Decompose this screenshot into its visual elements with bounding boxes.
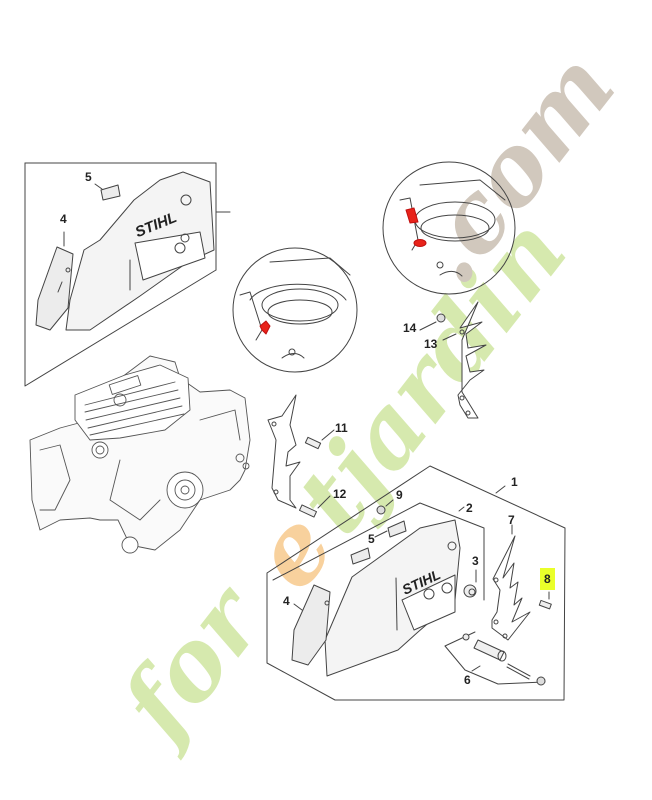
callout-1: 1 [511, 475, 518, 489]
part-5-top [94, 183, 121, 201]
callout-14: 14 [403, 321, 417, 335]
callout-5-top: 5 [85, 170, 92, 184]
part-9-nut [376, 499, 394, 515]
callout-12: 12 [333, 487, 347, 501]
part-5-main [350, 520, 407, 565]
part-4-top [35, 231, 74, 331]
main-kit-frame [266, 465, 566, 701]
part-7-bumper-spike [491, 524, 531, 641]
part-bumper-spike-engine [267, 394, 301, 509]
red-marker-left [259, 320, 271, 335]
callout-6: 6 [464, 673, 471, 687]
top-kit-frame [24, 162, 231, 387]
watermark-for: for [95, 562, 288, 764]
part-3-collar-nut [463, 569, 477, 598]
part-4-main [291, 584, 331, 666]
red-marker-right-upper [405, 207, 419, 224]
sprocket-cover-main: STIHL [324, 519, 461, 677]
callout-2: 2 [466, 501, 473, 515]
detail-circle-left [232, 247, 358, 373]
callout-3: 3 [472, 554, 479, 568]
screw-11 [304, 429, 335, 450]
callout-5-main: 5 [368, 532, 375, 546]
sprocket-cover-top: STIHL [65, 171, 215, 331]
callout-9: 9 [396, 488, 403, 502]
part-14-nut [419, 313, 446, 331]
detail-circle-right [382, 161, 516, 295]
red-marker-right-lower [413, 239, 427, 247]
inner-frame [272, 502, 485, 601]
part-8-screw [538, 591, 552, 610]
part-13-bumper-spike [442, 301, 487, 419]
callout-13: 13 [424, 337, 438, 351]
callout-8-highlighted[interactable]: 8 [540, 568, 555, 590]
engine-block [29, 355, 251, 554]
screw-12 [298, 495, 331, 518]
callout-4-main: 4 [283, 594, 290, 608]
part-6-sleeve-kit [444, 631, 546, 686]
callout-11: 11 [335, 421, 348, 435]
callout-4-top: 4 [60, 212, 67, 226]
callout-7: 7 [508, 513, 515, 527]
